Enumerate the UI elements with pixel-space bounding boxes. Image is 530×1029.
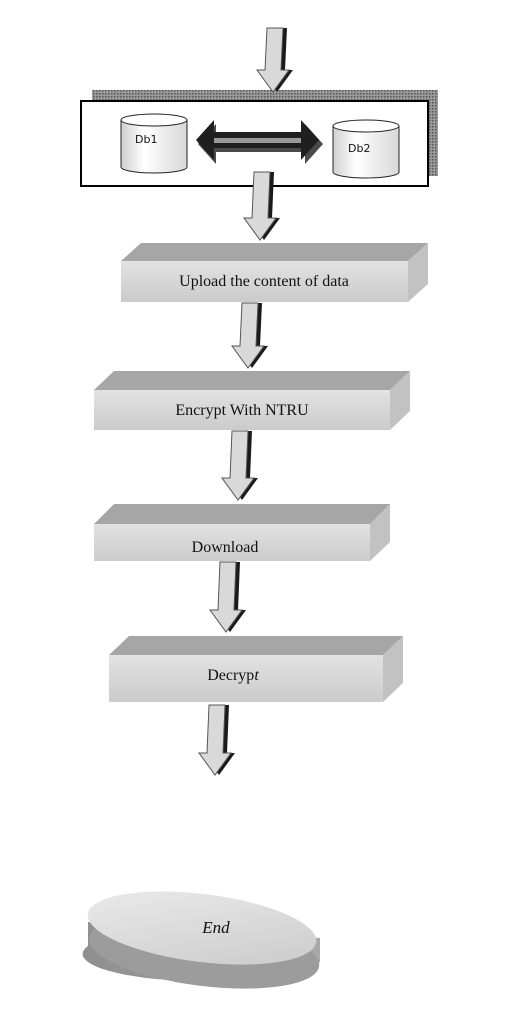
step-encrypt-top	[94, 371, 410, 390]
database-sync-panel: Db1 Db2	[80, 90, 438, 187]
db1-body	[120, 120, 188, 174]
end-terminator: End	[82, 891, 320, 989]
arrow-into-panel-body	[256, 27, 290, 93]
double-arrow-highlight	[214, 138, 301, 143]
step-decrypt-front	[109, 655, 383, 702]
step-upload-front	[121, 261, 408, 302]
arrow-decrypt-down	[198, 704, 235, 776]
step-upload: Upload the content of data	[121, 243, 428, 302]
step-upload-side	[408, 243, 428, 302]
database-db1: Db1	[120, 113, 188, 174]
arrow-encrypt-to-download	[221, 430, 258, 501]
step-decrypt-label-italic: t	[254, 667, 259, 684]
step-decrypt-label: Decrypt	[207, 667, 259, 684]
arrow-download-to-decrypt	[209, 561, 246, 633]
arrow-upload-to-encrypt-body	[231, 302, 265, 369]
step-download-top	[94, 504, 390, 524]
db2-label: Db2	[348, 142, 370, 155]
end-label: End	[201, 918, 230, 937]
step-encrypt: Encrypt With NTRU	[94, 371, 410, 430]
arrow-panel-to-upload	[243, 171, 280, 241]
step-decrypt: Decrypt	[109, 636, 403, 702]
step-encrypt-side	[390, 371, 410, 430]
step-upload-label: Upload the content of data	[179, 273, 349, 290]
database-db2: Db2	[332, 119, 400, 179]
db1-label: Db1	[135, 133, 157, 146]
arrow-upload-to-encrypt	[231, 302, 268, 369]
step-download-front	[94, 524, 370, 561]
flow-arrows	[198, 27, 293, 776]
db2-body	[332, 126, 400, 179]
step-decrypt-side	[383, 636, 403, 702]
db1-top	[120, 113, 188, 127]
step-encrypt-front	[94, 390, 390, 430]
step-upload-top	[121, 243, 428, 261]
arrow-into-panel	[256, 27, 293, 93]
step-decrypt-label-main: Decryp	[207, 667, 254, 684]
arrow-decrypt-down-body	[198, 704, 232, 776]
step-download-side	[370, 504, 390, 561]
sync-double-arrow-icon	[196, 120, 323, 164]
db2-top	[332, 119, 400, 133]
step-decrypt-top	[109, 636, 403, 655]
arrow-encrypt-to-download-body	[221, 430, 255, 501]
step-encrypt-label: Encrypt With NTRU	[175, 402, 309, 419]
step-download-label: Download	[192, 539, 259, 556]
step-download: Download	[94, 504, 390, 561]
arrow-panel-to-upload-body	[243, 171, 277, 241]
arrow-download-to-decrypt-body	[209, 561, 243, 633]
end-top	[87, 891, 317, 965]
